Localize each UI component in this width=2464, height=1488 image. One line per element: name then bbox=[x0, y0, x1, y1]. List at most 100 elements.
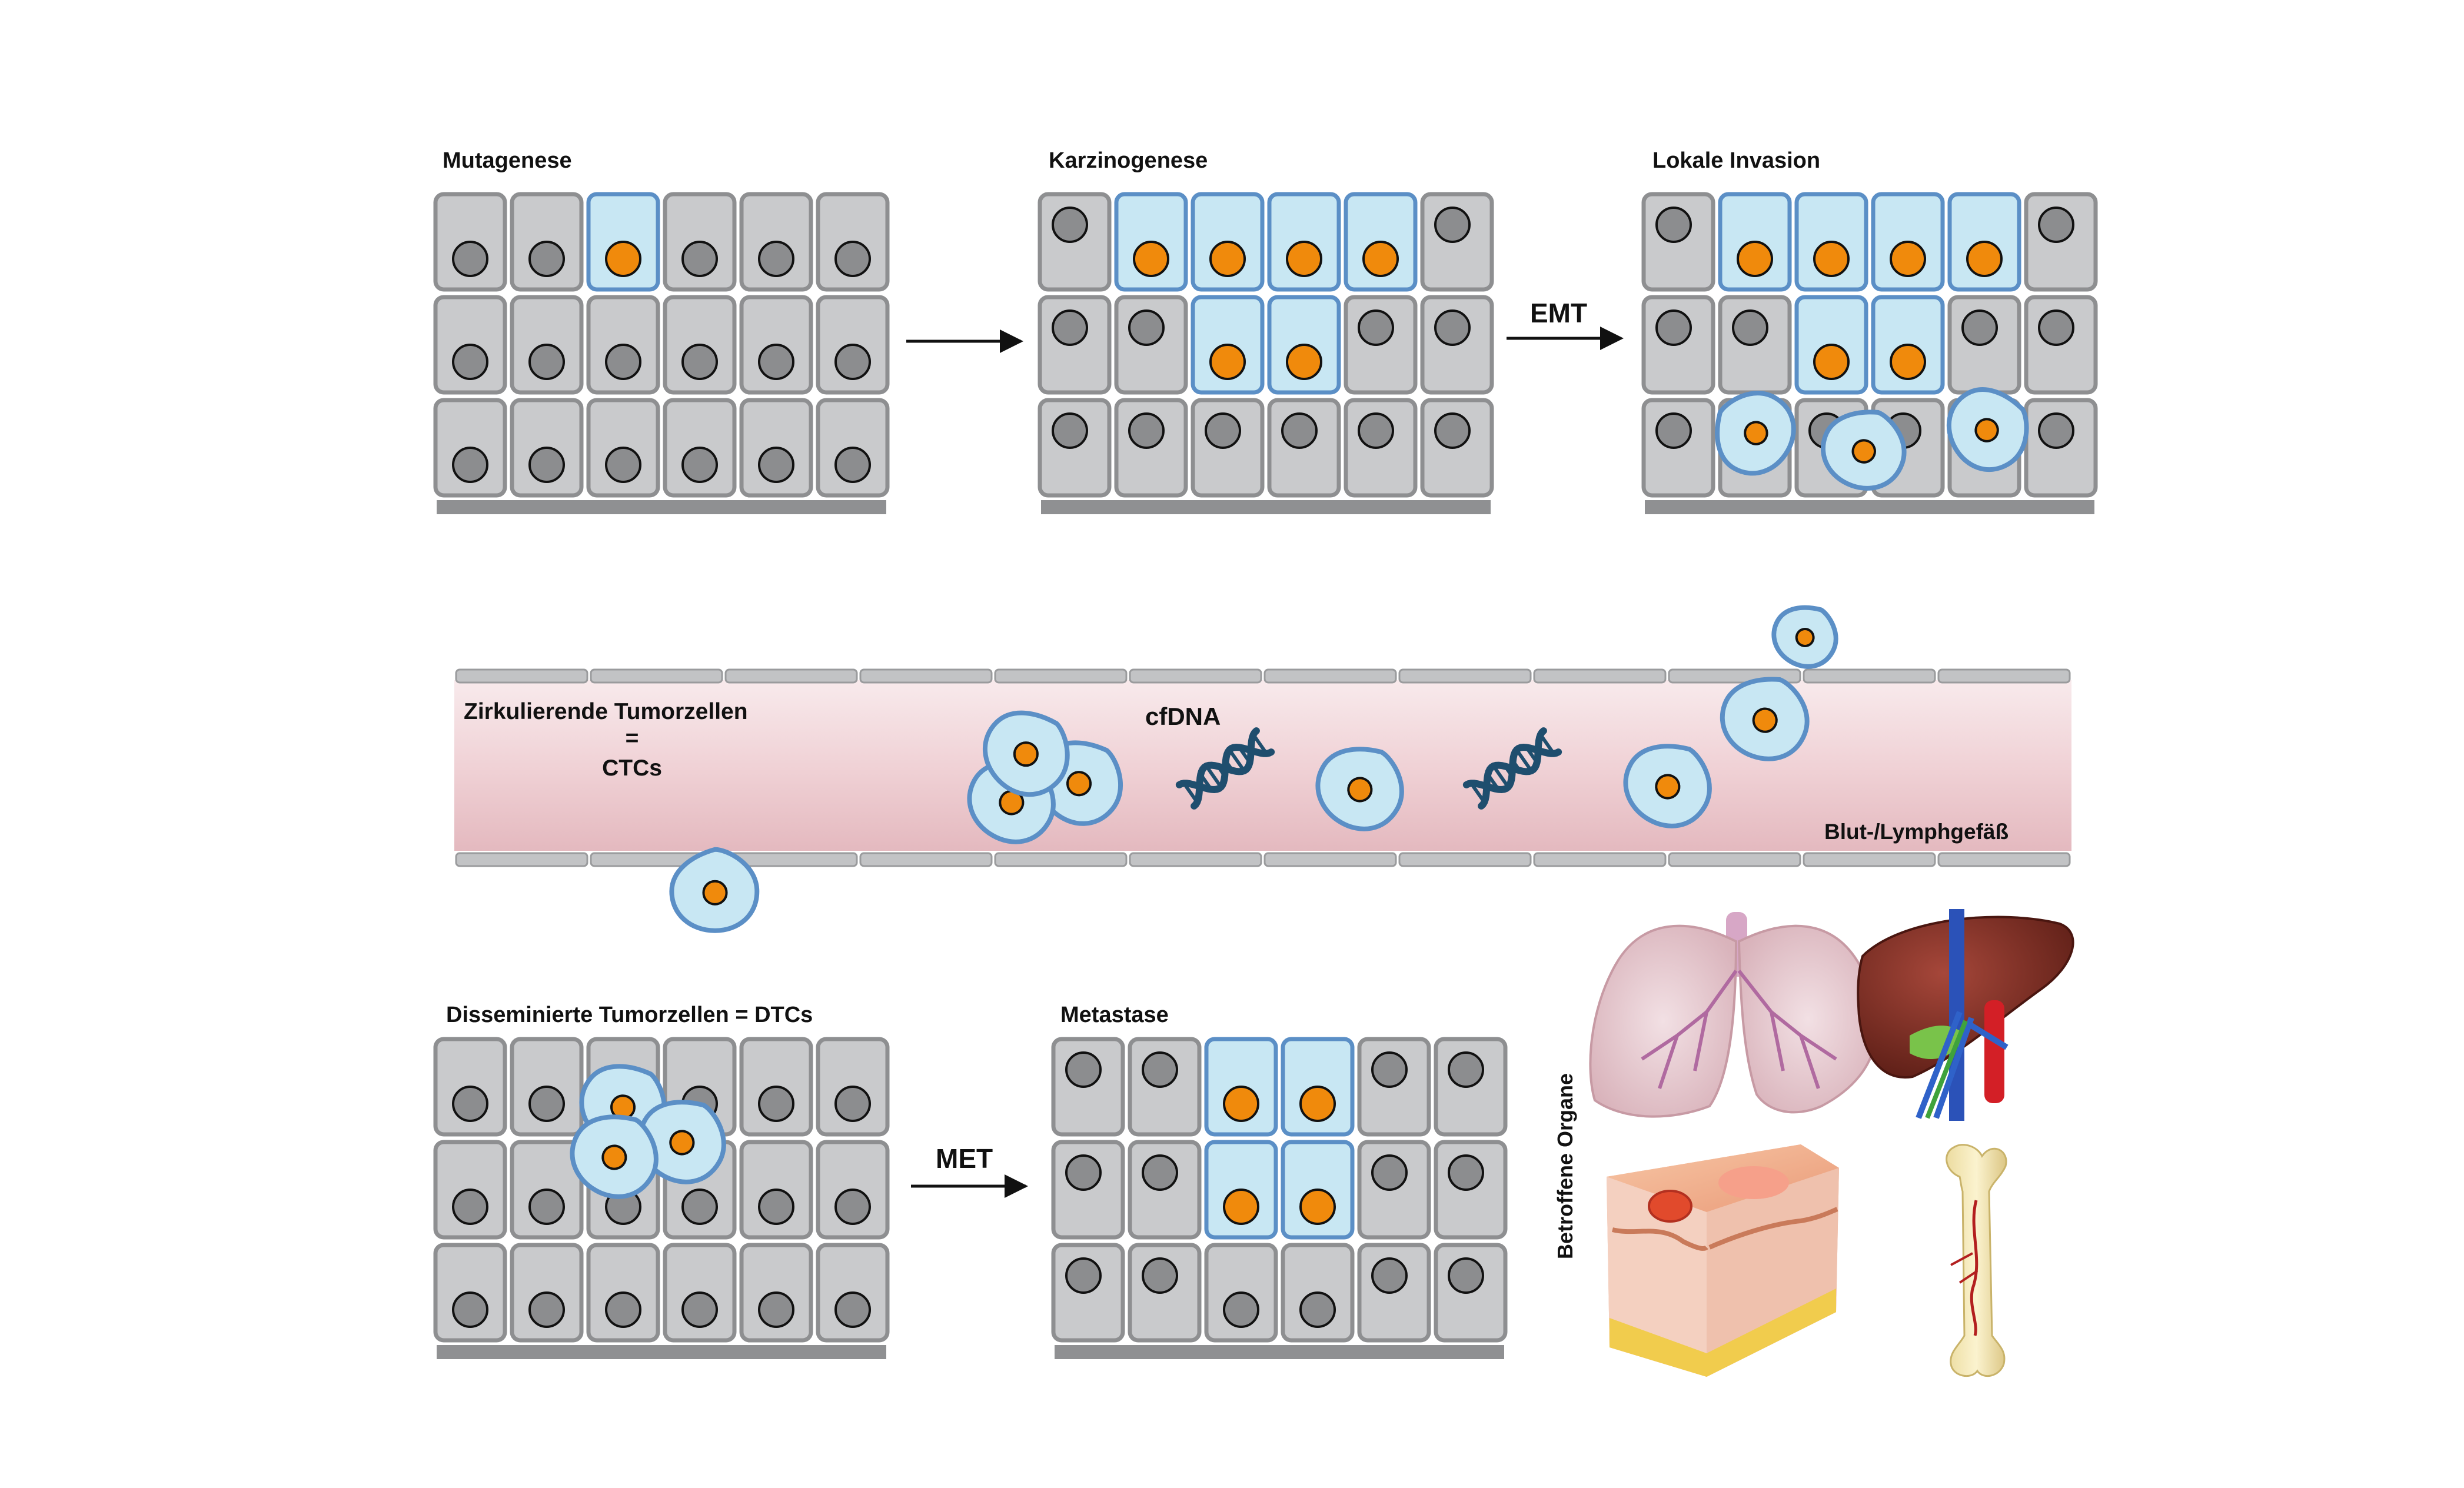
normal-nucleus bbox=[452, 1086, 488, 1122]
migrating-tumor-cell bbox=[1623, 744, 1712, 828]
normal-nucleus bbox=[758, 1291, 794, 1328]
normal-nucleus bbox=[1128, 412, 1165, 449]
normal-nucleus bbox=[1371, 1154, 1408, 1191]
normal-nucleus bbox=[1358, 309, 1394, 346]
tumor-nucleus bbox=[669, 1130, 695, 1156]
normal-nucleus bbox=[528, 447, 565, 483]
tumor-nucleus bbox=[1966, 241, 2003, 277]
panel-lokale-invasion bbox=[1641, 192, 2098, 514]
vessel-wall-segment bbox=[1533, 668, 1667, 684]
normal-nucleus bbox=[452, 1291, 488, 1328]
normal-nucleus bbox=[1961, 309, 1998, 346]
normal-nucleus bbox=[1052, 207, 1088, 243]
tumor-nucleus bbox=[1890, 344, 1926, 380]
normal-nucleus bbox=[681, 344, 718, 380]
vessel-wall-segment bbox=[1803, 668, 1936, 684]
normal-nucleus bbox=[1732, 309, 1768, 346]
normal-nucleus bbox=[2038, 309, 2074, 346]
tumor-nucleus bbox=[1299, 1086, 1336, 1122]
ctc-label-line1: Zirkulierende Tumorzellen bbox=[464, 699, 748, 724]
normal-nucleus bbox=[758, 344, 794, 380]
normal-nucleus bbox=[834, 344, 871, 380]
normal-nucleus bbox=[1655, 412, 1692, 449]
tumor-nucleus bbox=[1362, 241, 1399, 277]
panel-title-karzinogenese: Karzinogenese bbox=[1049, 148, 1208, 173]
migrating-tumor-cell bbox=[1315, 747, 1404, 831]
skin-icon bbox=[1607, 1144, 1839, 1377]
normal-nucleus bbox=[452, 447, 488, 483]
tumor-nucleus bbox=[1737, 241, 1773, 277]
ctc-label-line2: = bbox=[626, 725, 639, 751]
normal-nucleus bbox=[1065, 1154, 1102, 1191]
normal-nucleus bbox=[758, 447, 794, 483]
tumor-nucleus bbox=[605, 241, 641, 277]
bone-icon bbox=[1946, 1144, 2007, 1377]
circulating-tumor-cells bbox=[570, 605, 1838, 1199]
tumor-nucleus bbox=[702, 880, 728, 906]
lung-icon bbox=[1589, 912, 1878, 1118]
normal-nucleus bbox=[1142, 1051, 1178, 1088]
normal-nucleus bbox=[834, 447, 871, 483]
vessel-wall-segment bbox=[1668, 852, 1801, 867]
normal-nucleus bbox=[834, 1291, 871, 1328]
normal-nucleus bbox=[1065, 1257, 1102, 1294]
migrating-tumor-cell bbox=[1715, 391, 1796, 476]
normal-nucleus bbox=[2038, 207, 2074, 243]
tumor-nucleus bbox=[1299, 1189, 1336, 1225]
tumor-nucleus bbox=[1744, 421, 1768, 445]
panel-metastase bbox=[1051, 1037, 1508, 1359]
normal-nucleus bbox=[1128, 309, 1165, 346]
basement-membrane bbox=[437, 500, 886, 514]
normal-nucleus bbox=[758, 241, 794, 277]
normal-nucleus bbox=[1434, 309, 1471, 346]
normal-nucleus bbox=[1205, 412, 1241, 449]
vessel-wall-segment bbox=[1937, 668, 2071, 684]
tumor-nucleus bbox=[601, 1144, 627, 1170]
vessel-wall-segment bbox=[1533, 852, 1667, 867]
tumor-nucleus bbox=[1286, 241, 1322, 277]
normal-nucleus bbox=[605, 1291, 641, 1328]
tumor-nucleus bbox=[1066, 771, 1092, 797]
migrating-tumor-cell bbox=[669, 847, 760, 933]
vessel-wall-top bbox=[455, 668, 2071, 684]
vessel-wall-segment bbox=[590, 668, 723, 684]
vessel-wall-segment bbox=[455, 852, 588, 867]
normal-nucleus bbox=[1448, 1154, 1484, 1191]
normal-nucleus bbox=[528, 241, 565, 277]
vessel-wall-segment bbox=[1263, 668, 1397, 684]
vessel-wall-segment bbox=[1398, 668, 1532, 684]
panel-title-lokale-invasion: Lokale Invasion bbox=[1652, 148, 1820, 173]
vessel-label: Blut-/Lymphgefäß bbox=[1824, 820, 2009, 844]
normal-nucleus bbox=[681, 1291, 718, 1328]
vessel-wall-segment bbox=[1129, 852, 1262, 867]
basement-membrane bbox=[1055, 1345, 1504, 1359]
vessel-wall-segment bbox=[994, 668, 1128, 684]
normal-nucleus bbox=[1052, 412, 1088, 449]
tumor-nucleus bbox=[1223, 1086, 1259, 1122]
normal-nucleus bbox=[1142, 1154, 1178, 1191]
vessel-wall-segment bbox=[1937, 852, 2071, 867]
ctc-label-line3: CTCs bbox=[602, 755, 662, 781]
panel-title-mutagenese: Mutagenese bbox=[443, 148, 572, 173]
normal-nucleus bbox=[528, 1189, 565, 1225]
normal-nucleus bbox=[1371, 1051, 1408, 1088]
migrating-tumor-cell bbox=[983, 710, 1070, 797]
normal-nucleus bbox=[1142, 1257, 1178, 1294]
normal-nucleus bbox=[1448, 1257, 1484, 1294]
normal-nucleus bbox=[1281, 412, 1318, 449]
panel-title-dtcs: Disseminierte Tumorzellen = DTCs bbox=[446, 1003, 813, 1027]
normal-nucleus bbox=[1358, 412, 1394, 449]
normal-nucleus bbox=[528, 1291, 565, 1328]
vessel-wall-segment bbox=[859, 668, 993, 684]
migrating-tumor-cell bbox=[1946, 387, 2029, 472]
tumor-nucleus bbox=[1347, 777, 1373, 803]
normal-nucleus bbox=[452, 1189, 488, 1225]
liver-icon bbox=[1857, 909, 2074, 1121]
tumor-nucleus bbox=[1223, 1189, 1259, 1225]
tumor-nucleus bbox=[1813, 241, 1850, 277]
normal-nucleus bbox=[528, 344, 565, 380]
normal-nucleus bbox=[605, 344, 641, 380]
migrating-tumor-cell bbox=[1720, 677, 1810, 761]
vessel-wall-segment bbox=[1129, 668, 1262, 684]
met-label: MET bbox=[936, 1143, 993, 1174]
